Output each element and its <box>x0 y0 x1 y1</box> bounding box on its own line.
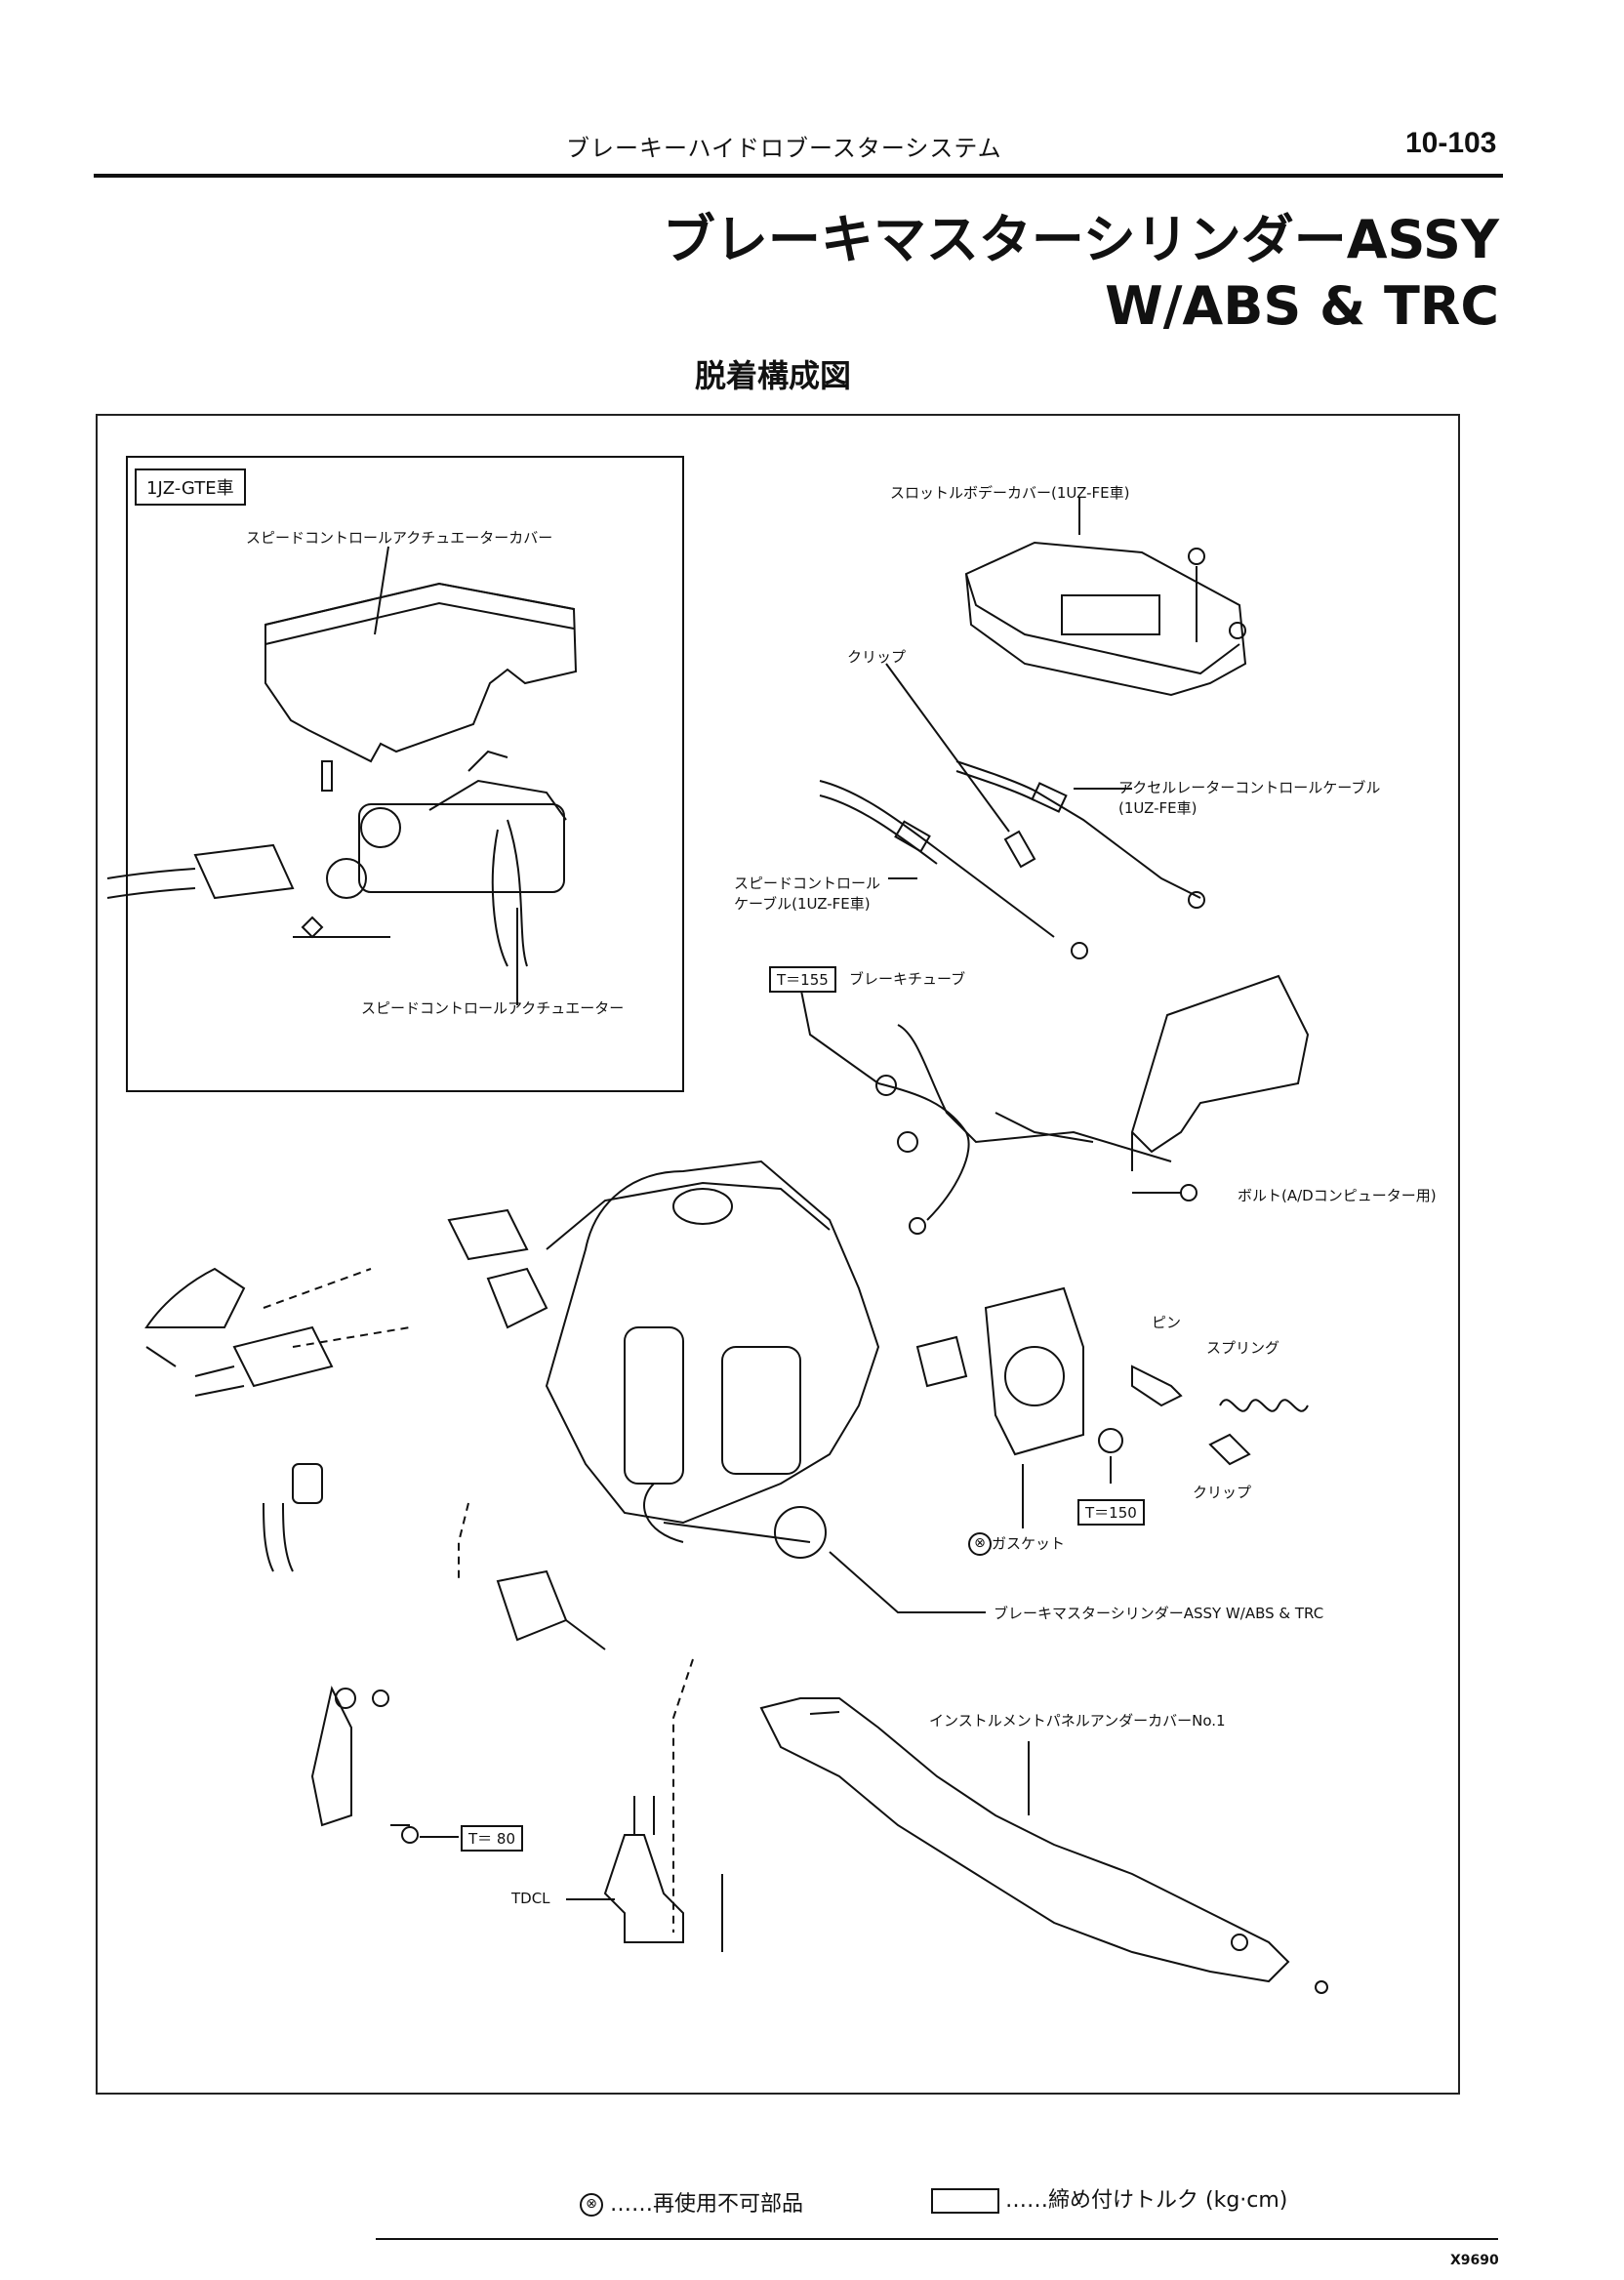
actuator-cover-drawing <box>264 582 578 763</box>
torque-brake-tube: T＝155 <box>769 966 836 993</box>
torque-box-icon <box>931 2188 999 2214</box>
leader-clip-top <box>885 663 1010 833</box>
gasket-drawing <box>984 1286 1084 1456</box>
label-spring: スプリング <box>1206 1339 1280 1357</box>
header-rule <box>94 174 1503 178</box>
spring-drawing <box>1219 1399 1309 1412</box>
leader-brake-tube <box>799 985 879 1084</box>
label-master-cylinder: ブレーキマスターシリンダーASSY W/ABS & TRC <box>994 1605 1324 1622</box>
label-actuator-cover: スピードコントロールアクチュエーターカバー <box>246 529 553 547</box>
label-brake-tube: ブレーキチューブ <box>849 970 966 988</box>
bracket-drawing <box>310 1686 419 1844</box>
torque-bracket: T＝ 80 <box>461 1825 524 1852</box>
tdcl-drawing <box>603 1658 723 1952</box>
label-gasket: ⊗ガスケット <box>968 1532 1065 1556</box>
leader-master-cylinder <box>829 1551 986 1613</box>
label-tdcl: TDCL <box>511 1890 550 1907</box>
inset-vehicle-tag: 1JZ-GTE車 <box>135 468 246 506</box>
leader-actuator-cover <box>374 546 389 635</box>
figure-code: X9690 <box>1450 2253 1499 2268</box>
label-accel-cable: アクセルレーターコントロールケーブル (1UZ-FE車) <box>1118 779 1381 817</box>
clip-bottom-drawing <box>1208 1433 1251 1466</box>
label-clip-bottom: クリップ <box>1193 1484 1252 1501</box>
main-title-line2: W/ABS & TRC <box>1105 275 1499 337</box>
brake-tube-drawing <box>875 1024 1172 1235</box>
legend-non-reusable: ⊗ ……再使用不可部品 <box>580 2186 803 2218</box>
non-reusable-icon: ⊗ <box>968 1532 992 1556</box>
actuator-drawing <box>106 750 567 967</box>
cables-drawing <box>819 760 1205 959</box>
inset-frame <box>126 456 684 1092</box>
label-bolt-ad: ボルト(A/Dコンピューター用) <box>1238 1187 1437 1204</box>
label-throttle-body-cover: スロットルボデーカバー(1UZ-FE車) <box>890 484 1130 502</box>
label-under-cover: インストルメントパネルアンダーカバーNo.1 <box>929 1712 1226 1730</box>
label-speed-cable: スピードコントロール ケーブル(1UZ-FE車) <box>734 875 881 913</box>
footer-rule <box>376 2238 1498 2240</box>
legend-torque: ……締め付けトルク (kg·cm) <box>931 2182 1287 2214</box>
ad-bracket-drawing <box>1130 974 1310 1201</box>
section-title: ブレーキーハイドロブースターシステム <box>566 135 1002 162</box>
main-title: ブレーキマスターシリンダーASSY W/ABS & TRC <box>663 207 1499 340</box>
under-cover-drawing <box>759 1697 1328 1994</box>
sub-title: 脱着構成図 <box>695 357 852 394</box>
nut-drawing <box>1098 1428 1123 1453</box>
legend-torque-text: ……締め付けトルク (kg·cm) <box>1005 2188 1288 2213</box>
connectors-left-drawing <box>144 1267 606 1650</box>
torque-gasket-nut: T＝150 <box>1077 1499 1145 1526</box>
main-title-line1: ブレーキマスターシリンダーASSY <box>662 209 1499 270</box>
throttle-body-cover-drawing <box>964 541 1247 697</box>
label-pin: ピン <box>1152 1314 1182 1331</box>
page-number: 10-103 <box>1405 127 1497 159</box>
master-cylinder-drawing <box>447 1160 968 1559</box>
label-clip-top: クリップ <box>847 648 907 666</box>
non-reusable-icon: ⊗ <box>580 2193 603 2217</box>
pin-drawing <box>1131 1364 1183 1407</box>
label-actuator: スピードコントロールアクチュエーター <box>361 999 625 1017</box>
diagram-frame <box>96 414 1460 2095</box>
label-gasket-text: ガスケット <box>992 1534 1066 1553</box>
legend-non-reusable-text: ……再使用不可部品 <box>610 2192 804 2217</box>
